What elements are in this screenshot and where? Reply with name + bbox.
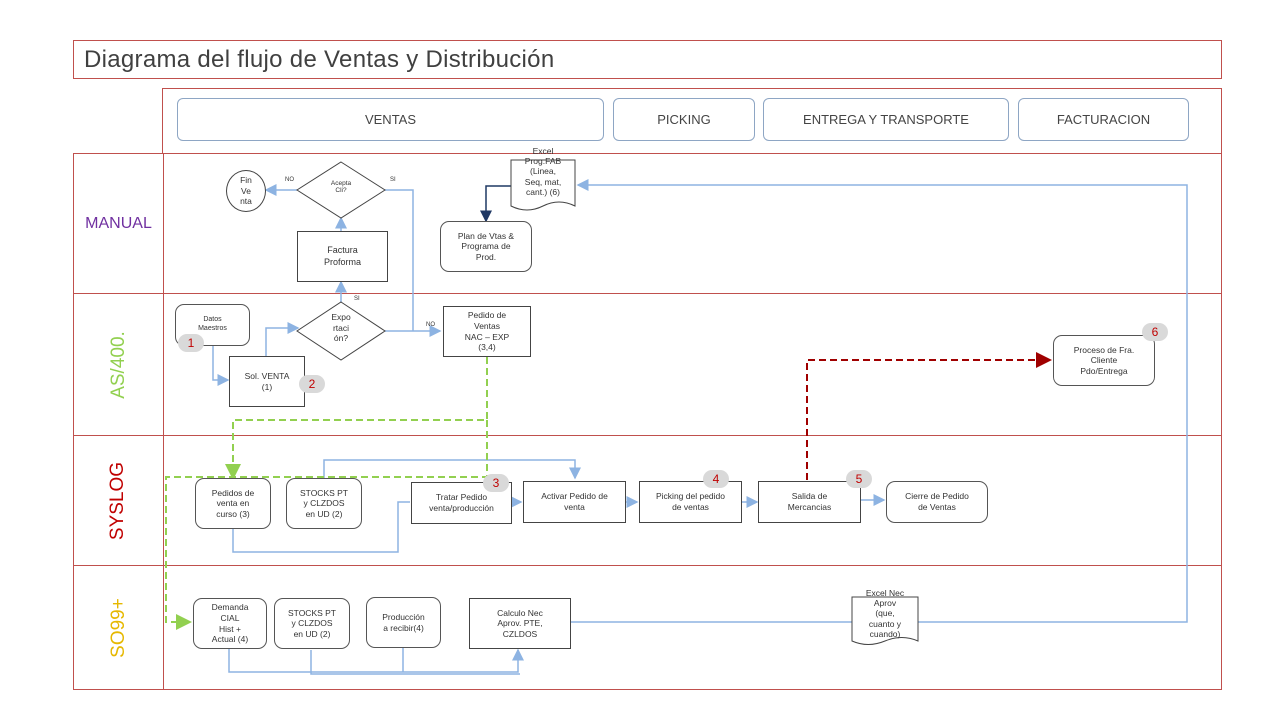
salida-mercancias-node: Salida de Mercancias <box>758 481 861 523</box>
edge-pedidos-tratar <box>232 501 410 553</box>
step-badge-2: 2 <box>299 375 325 393</box>
stocks-so99-node: STOCKS PT y CLZDOS en UD (2) <box>274 598 350 649</box>
label-si-export: SI <box>354 296 360 302</box>
picking-pedido-node: Picking del pedido de ventas <box>639 481 742 523</box>
doc-progfab-shape <box>510 159 576 211</box>
sol-venta-node: Sol. VENTA (1) <box>229 356 305 407</box>
edge-stocks-activar <box>323 459 581 480</box>
calculo-nec-node: Calculo Nec Aprov. PTE, CZLDOS <box>469 598 571 649</box>
step-badge-1: 1 <box>178 334 204 352</box>
edge-acepta-si <box>385 189 414 331</box>
step-badge-4: 4 <box>703 470 729 488</box>
lane-so99: SO99+ <box>73 565 1222 690</box>
phase-ventas: VENTAS <box>177 98 604 141</box>
edge-datos-sol <box>212 343 230 386</box>
acepta-cli-decision: Acepta Cli? <box>330 180 352 194</box>
phase-picking: PICKING <box>613 98 755 141</box>
demanda-cial-node: Demanda CIAL Hist + Actual (4) <box>193 598 267 649</box>
proceso-fra-node: Proceso de Fra. Cliente Pdo/Entrega <box>1053 335 1155 386</box>
edge-progfab-plan <box>480 185 511 223</box>
pedido-venta-node: Pedido de Ventas NAC – EXP (3,4) <box>443 306 531 357</box>
label-no-export: NO <box>426 322 435 328</box>
cierre-pedido-node: Cierre de Pedido de Ventas <box>886 481 988 523</box>
decision-export-shape <box>296 301 386 361</box>
edge-sol-export <box>265 322 300 356</box>
excel-nec-aprov-doc: Excel Nec Aprov (que, cuanto y cuando) <box>865 588 905 639</box>
edge-demanda-calculo <box>228 648 524 673</box>
fin-venta-node: Fin Ve nta <box>226 170 266 212</box>
decision-acepta-shape <box>296 161 386 219</box>
excel-prog-fab-doc: Excel Prog.FAB (Linea, Seq, mat, cant.) … <box>524 146 562 197</box>
doc-excel-nec-shape <box>851 596 919 645</box>
edge-excel-progfab <box>576 179 1188 623</box>
pedidos-curso-node: Pedidos de venta en curso (3) <box>195 478 271 529</box>
edge-pedido-pedidos-curso <box>225 357 488 480</box>
phase-facturacion: FACTURACION <box>1018 98 1189 141</box>
label-si-acepta: SI <box>390 177 396 183</box>
edge-stocks-calculo <box>310 650 520 675</box>
step-badge-3: 3 <box>483 474 509 492</box>
phase-entrega-transporte: ENTREGA Y TRANSPORTE <box>763 98 1009 141</box>
produccion-recibir-node: Producción a recibir(4) <box>366 597 441 648</box>
activar-pedido-node: Activar Pedido de venta <box>523 481 626 523</box>
title-box: Diagrama del flujo de Ventas y Distribuc… <box>73 40 1222 79</box>
label-no-acepta: NO <box>285 177 294 183</box>
plan-vtas-node: Plan de Vtas & Programa de Prod. <box>440 221 532 272</box>
edge-salida-proceso-fra <box>806 352 1052 480</box>
lane-label-manual: MANUAL <box>85 214 152 232</box>
stocks-syslog-node: STOCKS PT y CLZDOS en UD (2) <box>286 478 362 529</box>
step-badge-6: 6 <box>1142 323 1168 341</box>
factura-proforma-node: Factura Proforma <box>297 231 388 282</box>
step-badge-5: 5 <box>846 470 872 488</box>
exportacion-decision: Expo rtaci ón? <box>331 312 351 344</box>
diagram-title: Diagrama del flujo de Ventas y Distribuc… <box>84 46 555 73</box>
edge-pedido-demanda <box>165 420 488 630</box>
